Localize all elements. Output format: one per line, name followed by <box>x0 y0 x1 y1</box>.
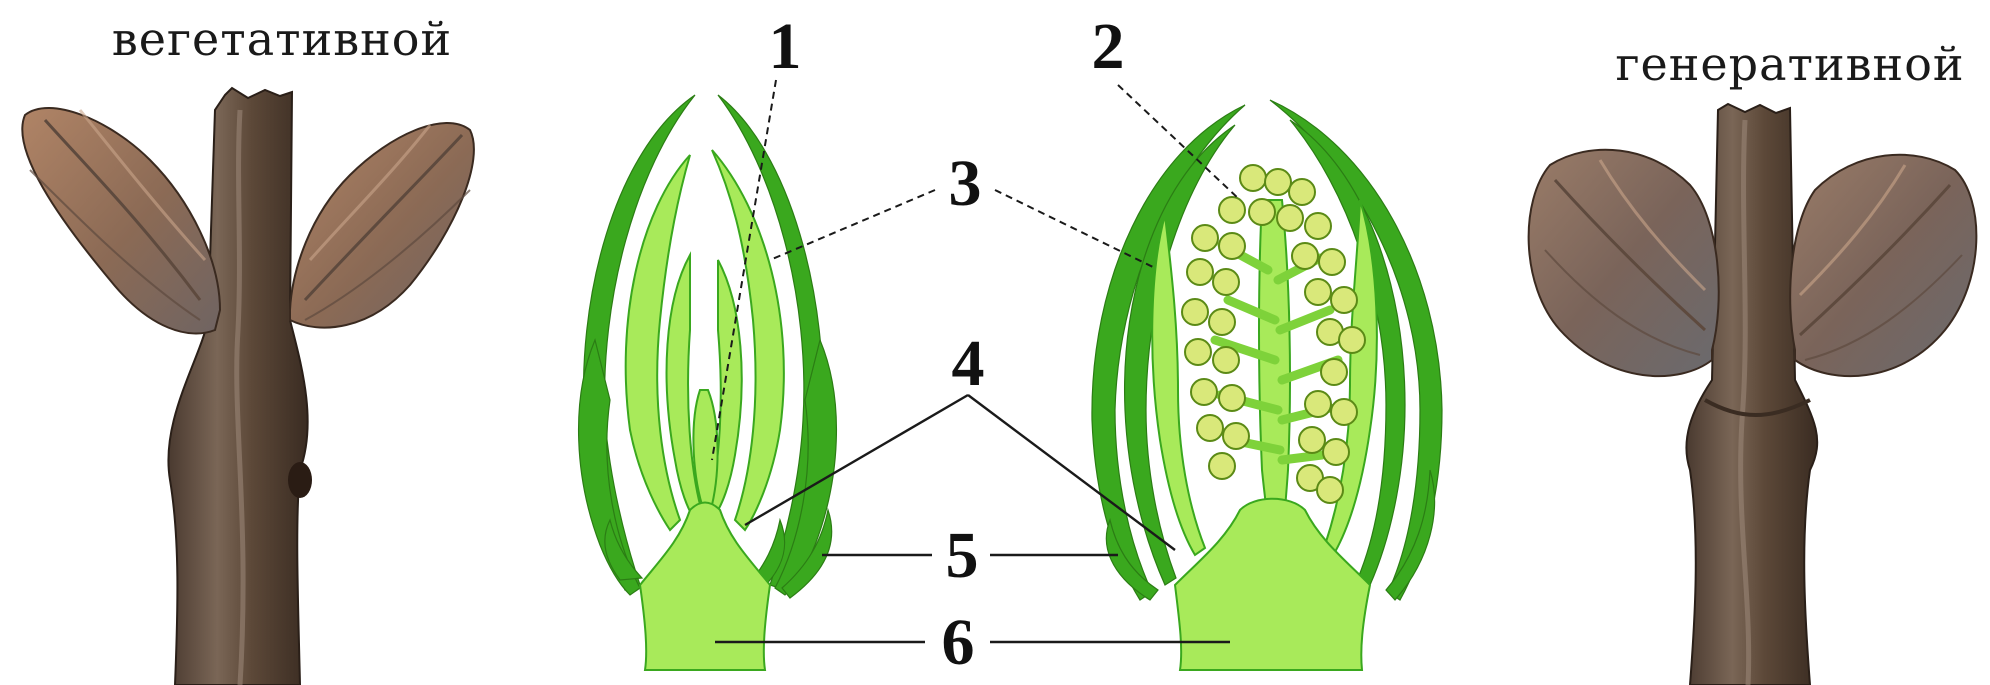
generative-caption: генеративной <box>1615 37 1964 91</box>
generative-bud-twig-illustration <box>1529 104 1977 685</box>
label-4: 4 <box>952 327 985 400</box>
vegetative-caption: вегетативной <box>112 12 452 66</box>
bud-base-stem <box>640 503 770 671</box>
generative-bud-section <box>1092 100 1442 670</box>
label-3: 3 <box>949 147 982 220</box>
label-5: 5 <box>946 519 979 592</box>
label-1: 1 <box>769 10 802 83</box>
vegetative-bud-section <box>579 95 837 670</box>
label-2: 2 <box>1092 10 1125 83</box>
vegetative-bud-twig-illustration <box>22 88 474 685</box>
label-6: 6 <box>942 606 975 679</box>
inflorescence-axis <box>1259 200 1290 540</box>
